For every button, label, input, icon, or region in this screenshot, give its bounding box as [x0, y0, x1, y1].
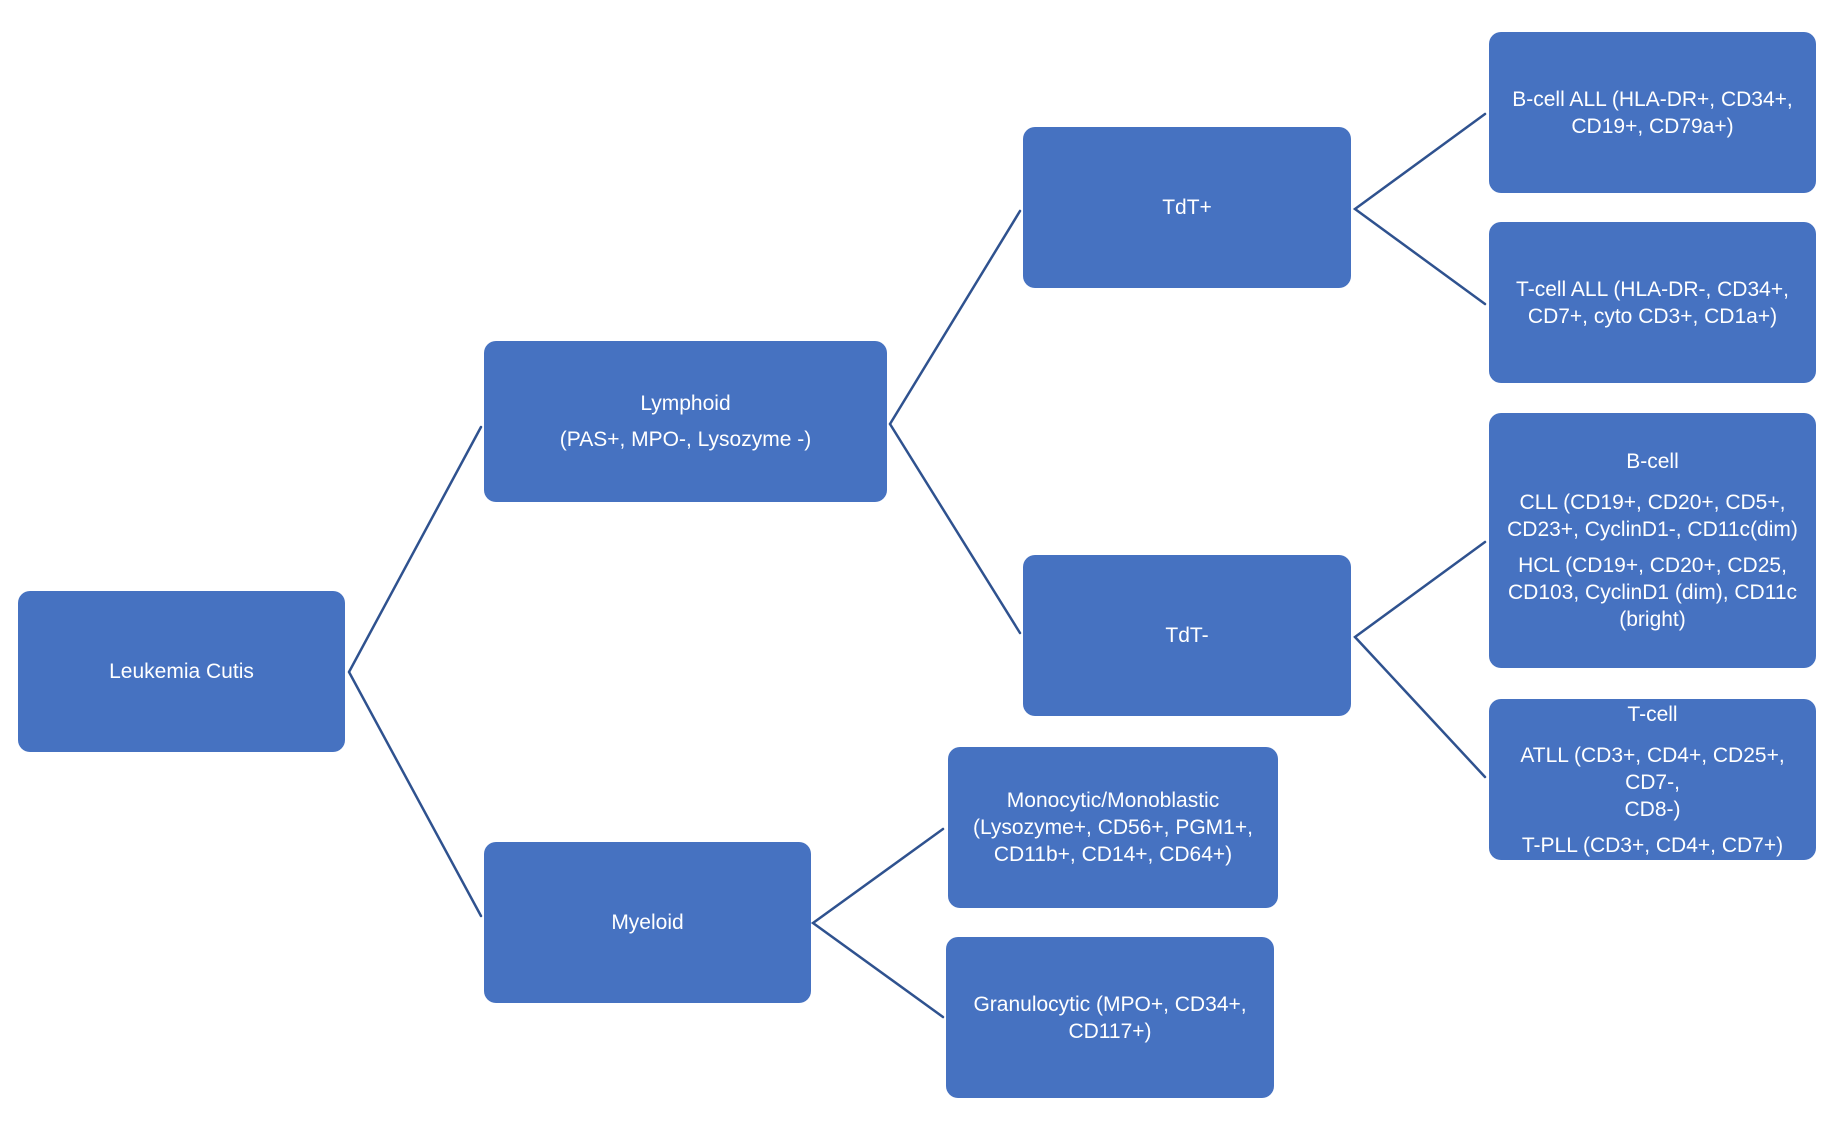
node-tcell-all: T-cell ALL (HLA-DR-, CD34+, CD7+, cyto C…: [1489, 222, 1816, 383]
node-bcell-all: B-cell ALL (HLA-DR+, CD34+, CD19+, CD79a…: [1489, 32, 1816, 193]
node-tdt-positive: TdT+: [1023, 127, 1351, 288]
node-line: CD19+, CD79a+): [1571, 114, 1734, 138]
node-line: Monocytic/Monoblastic: [1006, 789, 1220, 812]
node-bcell-mature: B-cell CLL (CD19+, CD20+, CD5+, CD23+, C…: [1489, 413, 1816, 668]
connector-root-lymphoid: [347, 425, 483, 918]
node-title: T-cell: [1627, 702, 1678, 726]
node-line: CD7+, cyto CD3+, CD1a+): [1527, 304, 1778, 328]
connector-tdt-pos-children: [1352, 112, 1487, 306]
node-monocytic: Monocytic/Monoblastic (Lysozyme+, CD56+,…: [948, 747, 1278, 908]
node-line: T-cell ALL (HLA-DR-, CD34+,: [1516, 277, 1789, 301]
node-tcell-mature: T-cell ATLL (CD3+, CD4+, CD25+, CD7-, CD…: [1489, 699, 1816, 860]
node-atll-line: ATLL (CD3+, CD4+, CD25+, CD7-,: [1520, 743, 1785, 794]
connector-lymphoid-tdt: [888, 209, 1022, 635]
connector-tdt-neg-children: [1353, 540, 1487, 779]
node-line: CD117+): [1068, 1019, 1152, 1043]
node-cll-line: CLL (CD19+, CD20+, CD5+,: [1519, 491, 1786, 514]
node-tdt-negative: TdT-: [1023, 555, 1351, 716]
node-title: B-cell: [1626, 450, 1679, 473]
node-atll-line: CD8-): [1624, 797, 1681, 821]
node-line: (Lysozyme+, CD56+, PGM1+,: [973, 816, 1253, 839]
node-title: Lymphoid: [640, 392, 731, 415]
connector-myeloid-children: [810, 827, 945, 1019]
node-hcl-line: (bright): [1619, 608, 1686, 631]
node-label: TdT-: [1165, 624, 1209, 647]
node-label: Myeloid: [611, 911, 684, 934]
node-label: Leukemia Cutis: [109, 660, 254, 683]
node-line: B-cell ALL (HLA-DR+, CD34+,: [1512, 87, 1793, 111]
node-granulocytic: Granulocytic (MPO+, CD34+, CD117+): [946, 937, 1274, 1098]
node-markers: (PAS+, MPO-, Lysozyme -): [559, 428, 812, 451]
node-line: CD11b+, CD14+, CD64+): [993, 843, 1233, 866]
node-leukemia-cutis: Leukemia Cutis: [18, 591, 345, 752]
node-lymphoid: Lymphoid (PAS+, MPO-, Lysozyme -): [484, 341, 887, 502]
node-tpll-line: T-PLL (CD3+, CD4+, CD7+): [1521, 833, 1784, 857]
node-hcl-line: CD103, CyclinD1 (dim), CD11c: [1507, 581, 1798, 604]
node-myeloid: Myeloid: [484, 842, 811, 1003]
node-line: Granulocytic (MPO+, CD34+,: [973, 992, 1247, 1016]
node-label: TdT+: [1162, 196, 1212, 219]
node-cll-line: CD23+, CyclinD1-, CD11c(dim): [1507, 518, 1798, 541]
node-hcl-line: HCL (CD19+, CD20+, CD25,: [1518, 554, 1787, 577]
